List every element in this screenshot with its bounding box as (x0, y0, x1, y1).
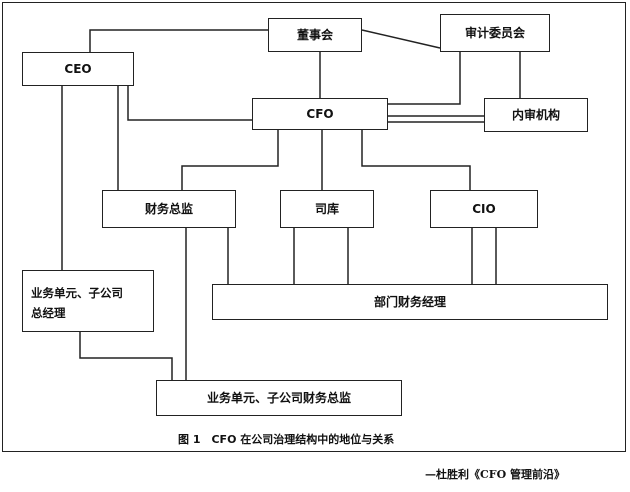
node-ceo: CEO (22, 52, 134, 86)
line-board-audit (361, 29, 441, 49)
node-treasurer-label: 司库 (314, 201, 339, 216)
figure-caption: 图 1 CFO 在公司治理结构中的地位与关系 (178, 433, 395, 446)
node-ceo-label: CEO (64, 61, 92, 76)
line-ceo-cfo (127, 86, 252, 121)
node-finance-director-label: 财务总监 (144, 201, 193, 216)
node-bu-finance-director-label: 业务单元、子公司财务总监 (206, 390, 351, 405)
diagram-frame (2, 2, 626, 452)
node-audit-committee: 审计委员会 (440, 14, 550, 52)
node-bu-gm: 业务单元、子公司 总经理 (22, 270, 154, 332)
line-bugm-bufin (79, 332, 173, 380)
node-finance-director: 财务总监 (102, 190, 236, 228)
line-cfo-cio (361, 130, 471, 190)
node-bu-finance-director: 业务单元、子公司财务总监 (156, 380, 402, 416)
node-dept-finance-manager-label: 部门财务经理 (373, 294, 446, 309)
node-board-label: 董事会 (296, 27, 333, 42)
node-treasurer: 司库 (280, 190, 374, 228)
node-audit-committee-label: 审计委员会 (464, 25, 525, 40)
line-audit-cfo (388, 52, 461, 105)
node-cfo-label: CFO (306, 106, 334, 121)
figure-source: —杜胜利《CFO 管理前沿》 (425, 468, 565, 481)
line-cfo-findir (181, 130, 279, 190)
node-cio-label: CIO (472, 201, 496, 216)
node-internal-audit-label: 内审机构 (511, 107, 560, 122)
node-cfo: CFO (252, 98, 388, 130)
line-ceo-board (89, 29, 268, 52)
node-bu-gm-label: 业务单元、子公司 总经理 (31, 286, 123, 320)
node-dept-finance-manager: 部门财务经理 (212, 284, 608, 320)
node-cio: CIO (430, 190, 538, 228)
node-board: 董事会 (268, 18, 362, 52)
node-internal-audit: 内审机构 (484, 98, 588, 132)
